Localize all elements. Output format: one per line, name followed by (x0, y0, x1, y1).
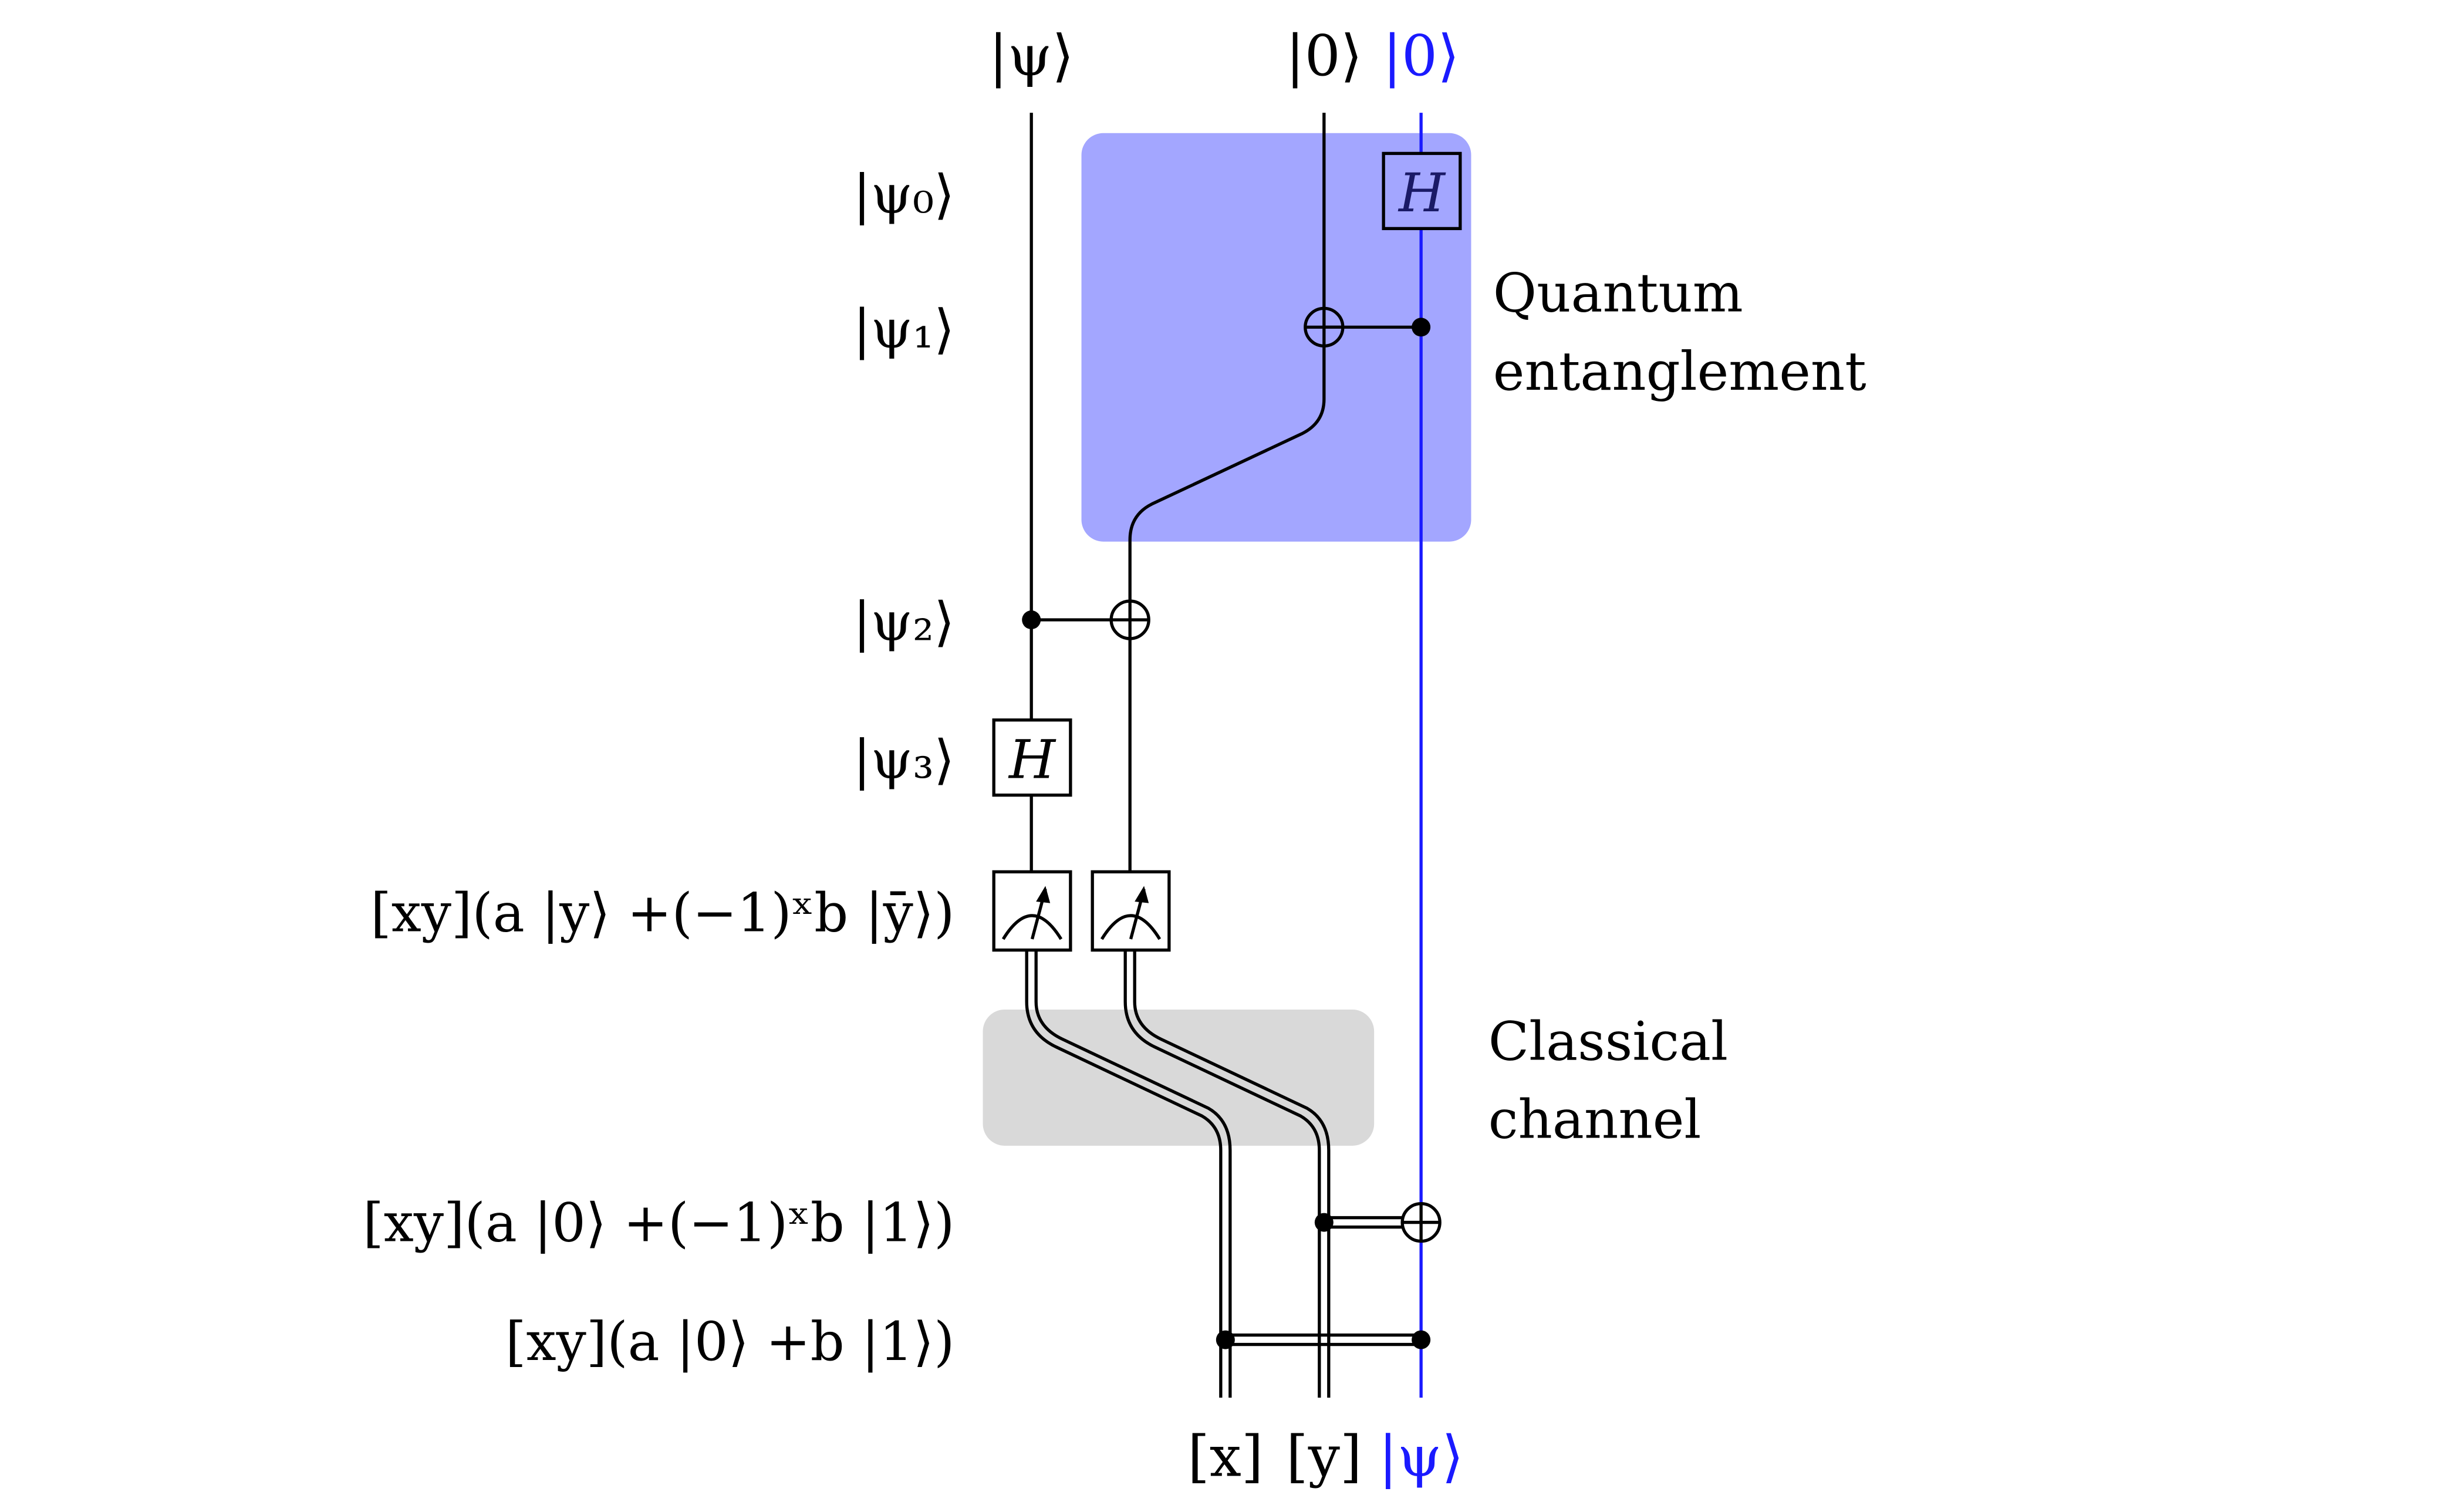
cnot1-control-dot (1412, 318, 1431, 337)
measurement-meter-2 (1091, 870, 1171, 952)
hadamard-gate-top-label: H (1398, 163, 1446, 224)
hadamard-gate-mid (992, 718, 1072, 797)
hadamard-gate-top (1382, 151, 1462, 231)
state-measured: [xy](a |y⟩ +(−1)ˣb |ȳ⟩) (370, 883, 954, 944)
entanglement-caption-line1: Quantum (1493, 263, 1743, 325)
classical-channel-region (983, 1009, 1375, 1146)
state-psi2: |ψ₂⟩ (853, 592, 954, 653)
state-psi0: |ψ₀⟩ (853, 164, 954, 226)
entanglement-region (1081, 133, 1471, 542)
z-correction-dot (1412, 1330, 1431, 1349)
entanglement-caption-line2: entanglement (1493, 341, 1866, 403)
top-label-zero-a: |0⟩ (1285, 23, 1362, 89)
state-psi1: |ψ₁⟩ (853, 299, 954, 360)
cnot2-control-dot (1022, 610, 1041, 630)
classical-link-y (1324, 1216, 1403, 1229)
classical-link-x (1225, 1333, 1422, 1346)
classical-control-dot-x (1216, 1330, 1235, 1349)
classical-wire-y (1123, 950, 1331, 1398)
top-label-zero-b: |0⟩ (1383, 23, 1460, 89)
bottom-label-psi: |ψ⟩ (1379, 1424, 1464, 1490)
hadamard-gate-mid-label: H (1008, 729, 1056, 791)
classical-caption-line2: channel (1488, 1089, 1702, 1151)
state-final: [xy](a |0⟩ +b |1⟩) (505, 1311, 954, 1373)
classical-control-dot-y (1314, 1213, 1334, 1232)
bottom-label-x: [x] (1187, 1424, 1263, 1490)
state-after-x: [xy](a |0⟩ +(−1)ˣb |1⟩) (363, 1193, 954, 1254)
bottom-label-y: [y] (1286, 1424, 1362, 1490)
state-psi3: |ψ₃⟩ (853, 729, 954, 791)
classical-caption-line1: Classical (1488, 1011, 1728, 1072)
measurement-meter-1 (992, 870, 1072, 952)
wire-zero-a (1128, 113, 1326, 872)
classical-wire-x (1025, 950, 1232, 1398)
top-label-psi: |ψ⟩ (989, 23, 1074, 89)
